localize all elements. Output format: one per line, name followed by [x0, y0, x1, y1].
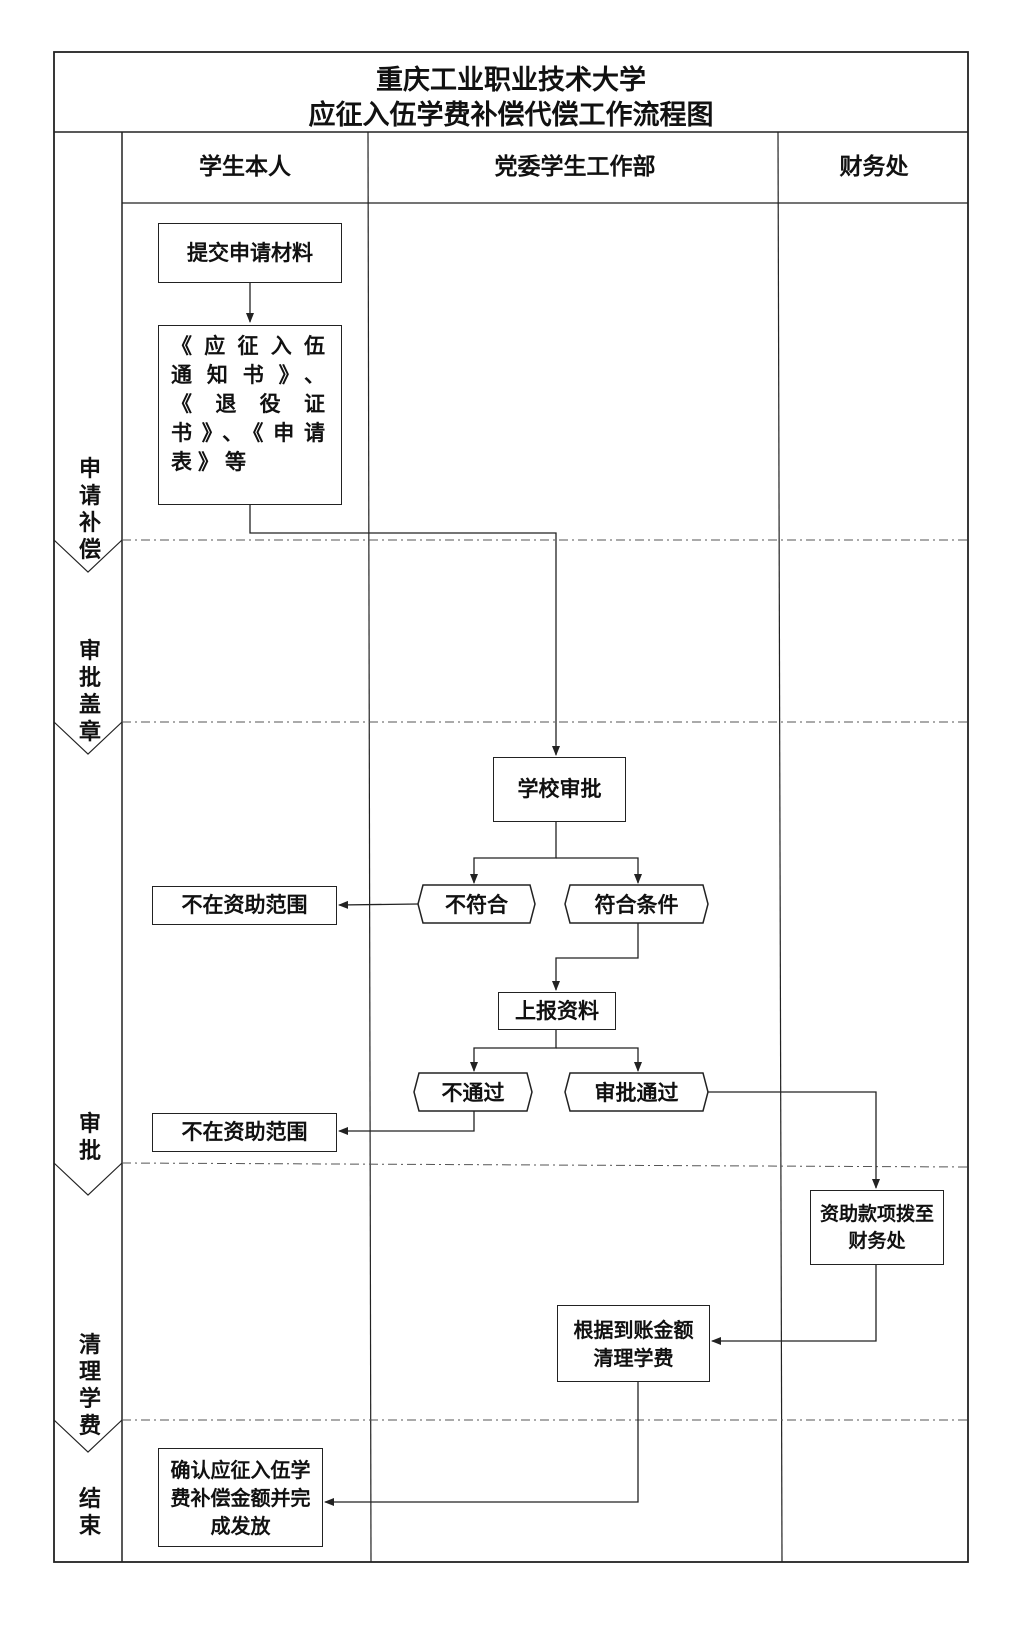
node-school-approval: 学校审批 [493, 757, 626, 822]
page-title-line1: 重庆工业职业技术大学 [376, 65, 646, 96]
connectors [246, 283, 880, 1506]
stage-char: 批 [78, 666, 101, 691]
decision-match-label: 符合条件 [594, 893, 679, 917]
node-confirm-and-issue: 确认应征入伍学费补偿金额并完成发放 [158, 1448, 323, 1547]
stage-char: 束 [78, 1514, 101, 1539]
stage-char: 清 [78, 1333, 101, 1358]
stage-chevrons [53, 539, 123, 1453]
stage-label-end: 结 束 [68, 1486, 112, 1540]
stage-dividers [121, 539, 969, 1421]
stage-char: 偿 [78, 538, 101, 563]
decision-not-match-label: 不符合 [445, 893, 508, 917]
node-report-materials: 上报资料 [498, 992, 616, 1030]
stage-char: 理 [78, 1360, 101, 1385]
node-submit-materials: 提交申请材料 [158, 223, 342, 283]
column-header-finance: 财务处 [839, 154, 909, 180]
page-title-line2: 应征入伍学费补偿代偿工作流程图 [308, 100, 714, 131]
stage-label-apply: 申 请 补 偿 [68, 456, 112, 564]
stage-char: 批 [78, 1139, 101, 1164]
node-not-eligible-1: 不在资助范围 [152, 886, 337, 925]
decision-match-shape [564, 884, 709, 924]
stage-char: 学 [78, 1387, 101, 1412]
decision-approved-label: 审批通过 [594, 1081, 679, 1105]
stage-char: 补 [78, 511, 101, 536]
stage-label-clear-fees: 清 理 学 费 [68, 1332, 112, 1440]
stage-char: 请 [78, 484, 101, 509]
stage-char: 章 [78, 720, 101, 745]
column-header-student: 学生本人 [199, 154, 291, 180]
column-header-party-committee: 党委学生工作部 [494, 154, 656, 180]
lane-divider-1 [367, 131, 372, 1563]
stage-char: 申 [78, 457, 101, 482]
decision-not-pass-label: 不通过 [441, 1081, 505, 1105]
decision-approved-shape [564, 1072, 709, 1112]
stage-label-approve: 审 批 [68, 1111, 112, 1165]
stage-label-stamp: 审 批 盖 章 [68, 638, 112, 746]
lane-divider-2 [777, 131, 783, 1563]
stage-char: 费 [78, 1414, 101, 1439]
node-fund-transfer: 资助款项拨至财务处 [810, 1190, 944, 1265]
node-not-eligible-2: 不在资助范围 [152, 1113, 337, 1152]
stage-char: 审 [78, 639, 101, 664]
node-required-documents: 《应征入伍通知书》、《退役证书》、《申请表》等 [158, 325, 342, 505]
stage-char: 结 [78, 1487, 101, 1512]
node-clear-fees: 根据到账金额清理学费 [557, 1305, 710, 1382]
decision-not-pass-shape [413, 1072, 533, 1112]
stage-char: 审 [78, 1112, 101, 1137]
stage-char: 盖 [78, 693, 101, 718]
outer-frame [53, 51, 969, 1563]
